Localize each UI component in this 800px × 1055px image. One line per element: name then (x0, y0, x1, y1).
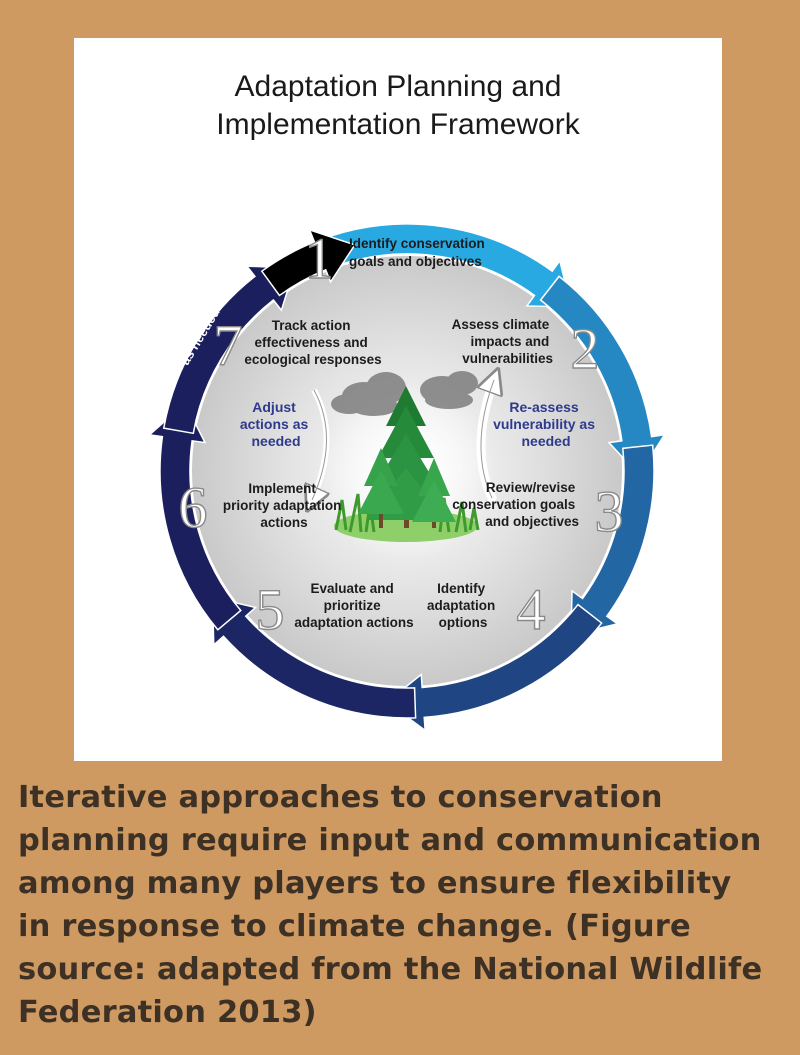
step-3-line: and objectives (485, 514, 579, 529)
step-7-line: Track action (272, 318, 351, 333)
cloud-icon (331, 371, 478, 416)
step-5-line: adaptation actions (294, 615, 413, 630)
step-5-number: 5 (256, 577, 285, 642)
step-6-number: 6 (179, 475, 208, 540)
step-2-line: vulnerabilities (462, 351, 553, 366)
step-4-number: 4 (517, 577, 546, 642)
step-3-number: 3 (595, 479, 624, 544)
step-4-line: Identify (437, 581, 485, 596)
step-2-label: Assess climate impacts and vulnerabiliti… (452, 317, 553, 366)
step-1-line: goals and objectives (349, 254, 482, 269)
reassess-line: vulnerability as (493, 416, 595, 432)
step-1-label: Identify conservation goals and objectiv… (349, 236, 489, 269)
caption-line: planning require input and communication (18, 823, 762, 858)
caption-line: Federation 2013) (18, 995, 317, 1030)
framework-cycle-diagram: Revisit planning as needed 1 2 3 4 5 6 7… (147, 223, 666, 732)
step-2-number: 2 (571, 316, 600, 381)
step-5-line: prioritize (324, 598, 381, 613)
caption-line: Iterative approaches to conservation (18, 780, 663, 815)
step-3-label: Review/revise conservation goals and obj… (452, 480, 579, 529)
step-4-label: Identify adaptation options (427, 581, 499, 630)
step-5-label: Evaluate and prioritize adaptation actio… (294, 581, 413, 630)
adjust-label: Adjust actions as needed (240, 399, 312, 449)
step-7-label: Track action effectiveness and ecologica… (244, 318, 381, 367)
step-1-line: Identify conservation (349, 236, 485, 251)
title-line-1: Adaptation Planning and (234, 70, 562, 103)
cycle-arrows (147, 223, 666, 732)
step-1-number: 1 (305, 226, 334, 291)
adjust-line: actions as (240, 416, 309, 432)
adjust-line: Adjust (252, 399, 296, 415)
figure-caption: Iterative approaches to conservation pla… (18, 776, 788, 1034)
step-6-label: Implement priority adaptation actions (223, 481, 345, 530)
step-5-line: Evaluate and (310, 581, 393, 596)
title-line-2: Implementation Framework (216, 108, 580, 141)
diagram-title: Adaptation Planning and Implementation F… (74, 68, 722, 144)
step-4-line: options (439, 615, 488, 630)
caption-line: source: adapted from the National Wildli… (18, 952, 763, 987)
step-3-line: Review/revise (486, 480, 576, 495)
step-4-line: adaptation (427, 598, 495, 613)
caption-line: in response to climate change. (Figure (18, 909, 691, 944)
step-6-line: Implement (248, 481, 316, 496)
step-2-line: impacts and (470, 334, 549, 349)
adjust-line: needed (251, 433, 300, 449)
step-7-number: 7 (214, 313, 243, 378)
step-2-line: Assess climate (452, 317, 550, 332)
adjust-loop-arrow-edge (311, 389, 327, 501)
tree-icon (358, 386, 456, 528)
step-6-line: priority adaptation (223, 498, 342, 513)
reassess-line: needed (521, 433, 570, 449)
caption-line: among many players to ensure flexibility (18, 866, 732, 901)
step-3-line: conservation goals (452, 497, 575, 512)
step-6-line: actions (260, 515, 307, 530)
reassess-loop-arrow-edge (480, 379, 495, 499)
step-7-line: ecological responses (244, 352, 381, 367)
figure-panel: Adaptation Planning and Implementation F… (74, 38, 722, 761)
step-7-line: effectiveness and (254, 335, 367, 350)
reassess-label: Re-assess vulnerability as needed (493, 399, 599, 449)
reassess-line: Re-assess (509, 399, 578, 415)
revisit-arrow (260, 228, 356, 297)
